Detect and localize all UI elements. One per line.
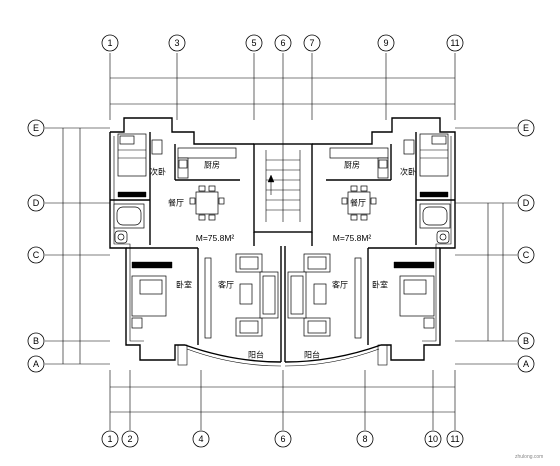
svg-text:3: 3 xyxy=(174,38,179,48)
axis-marker: 11 xyxy=(446,34,464,52)
building-walls xyxy=(109,117,456,363)
axis-marker: D xyxy=(27,194,45,212)
bottom-axis-lines xyxy=(109,370,456,430)
axis-marker: D xyxy=(517,194,535,212)
svg-text:10: 10 xyxy=(428,434,438,444)
axis-marker: 7 xyxy=(303,34,321,52)
room-label-living-right: 客厅 xyxy=(332,280,348,290)
left-axis-lines xyxy=(45,127,110,365)
svg-text:9: 9 xyxy=(383,38,388,48)
axis-marker: 8 xyxy=(356,430,374,448)
axis-marker: 5 xyxy=(245,34,263,52)
stairs xyxy=(265,150,301,222)
axis-marker: B xyxy=(27,332,45,350)
svg-text:D: D xyxy=(523,198,530,208)
axis-marker: B xyxy=(517,332,535,350)
svg-text:11: 11 xyxy=(450,434,459,444)
axis-marker: 6 xyxy=(274,34,292,52)
axis-marker: 1 xyxy=(101,430,119,448)
svg-text:B: B xyxy=(523,336,529,346)
axis-marker: 9 xyxy=(377,34,395,52)
right-axis-lines xyxy=(455,127,517,365)
axis-marker: 2 xyxy=(121,430,139,448)
room-label-balcony-right: 阳台 xyxy=(304,350,320,360)
axis-marker: A xyxy=(27,355,45,373)
left-dining-table xyxy=(189,185,225,221)
left-axis-markers: E D C B A xyxy=(27,119,45,373)
bottom-axis-markers: 1 2 4 6 8 10 11 xyxy=(101,430,464,448)
area-label-right: M=75.8M² xyxy=(333,233,372,243)
svg-text:E: E xyxy=(33,123,39,133)
right-axis-markers: E D C B A xyxy=(517,119,535,373)
svg-text:7: 7 xyxy=(309,38,314,48)
axis-marker: 3 xyxy=(168,34,186,52)
room-label-dining-right: 餐厅 xyxy=(350,199,366,208)
room-label-bedroom2-left: 次卧 xyxy=(150,167,166,177)
room-label-living-left: 客厅 xyxy=(218,280,234,290)
left-living-furniture xyxy=(204,253,279,339)
axis-marker: E xyxy=(27,119,45,137)
svg-text:C: C xyxy=(523,250,530,260)
room-label-master-bedroom-right: 卧室 xyxy=(372,280,388,290)
svg-text:8: 8 xyxy=(362,434,367,444)
right-living-furniture xyxy=(287,253,362,339)
left-kitchen-counter xyxy=(177,147,237,179)
svg-text:1: 1 xyxy=(107,38,112,48)
top-axis-markers: 1 3 5 6 7 9 11 xyxy=(101,34,464,52)
room-label-balcony-left: 阳台 xyxy=(248,350,264,360)
svg-text:2: 2 xyxy=(127,434,132,444)
left-bathroom xyxy=(113,203,145,244)
left-master-bed xyxy=(131,261,173,329)
room-label-kitchen-right: 厨房 xyxy=(344,160,360,170)
svg-text:11: 11 xyxy=(450,38,459,48)
svg-text:D: D xyxy=(33,198,40,208)
top-axis-lines xyxy=(109,53,456,150)
right-bedroom2-furniture xyxy=(403,133,449,198)
room-label-kitchen-left: 厨房 xyxy=(204,160,220,170)
axis-marker: 6 xyxy=(274,430,292,448)
axis-marker: E xyxy=(517,119,535,137)
axis-marker: 10 xyxy=(424,430,442,448)
axis-marker: 1 xyxy=(101,34,119,52)
right-dining-table xyxy=(341,185,377,221)
axis-marker: 4 xyxy=(192,430,210,448)
axis-marker: C xyxy=(27,246,45,264)
watermark: zhulong.com xyxy=(515,454,543,460)
axis-marker: A xyxy=(517,355,535,373)
right-bathroom xyxy=(419,203,451,244)
right-master-bed xyxy=(393,261,435,329)
room-label-bedroom2-right: 次卧 xyxy=(400,167,416,177)
area-label-left: M=75.8M² xyxy=(196,233,235,243)
axis-marker: 11 xyxy=(446,430,464,448)
svg-text:1: 1 xyxy=(107,434,112,444)
svg-text:E: E xyxy=(523,123,529,133)
svg-text:6: 6 xyxy=(280,434,285,444)
svg-text:C: C xyxy=(33,250,40,260)
room-label-master-bedroom-left: 卧室 xyxy=(176,280,192,290)
svg-text:A: A xyxy=(33,359,39,369)
axis-marker: C xyxy=(517,246,535,264)
svg-text:A: A xyxy=(523,359,529,369)
svg-text:B: B xyxy=(33,336,39,346)
balcony-rails xyxy=(177,344,388,367)
right-kitchen-counter xyxy=(329,147,389,179)
left-bedroom2-furniture xyxy=(117,133,163,198)
svg-text:6: 6 xyxy=(280,38,285,48)
svg-text:5: 5 xyxy=(251,38,256,48)
room-label-dining-left: 餐厅 xyxy=(168,199,184,208)
svg-text:4: 4 xyxy=(198,434,203,444)
